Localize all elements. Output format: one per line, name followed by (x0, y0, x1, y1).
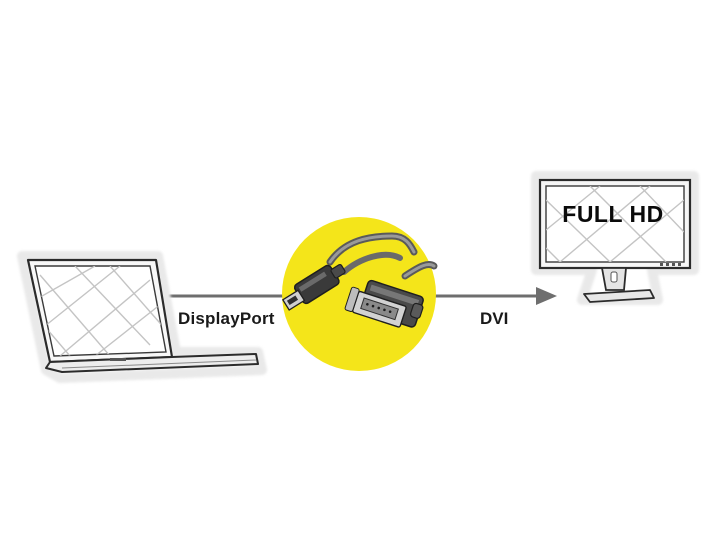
monitor-icon (536, 176, 694, 302)
arrow-head-icon (536, 287, 557, 305)
displayport-label: DisplayPort (178, 309, 275, 329)
full-hd-label: FULL HD (548, 201, 678, 228)
dvi-label: DVI (480, 309, 508, 329)
